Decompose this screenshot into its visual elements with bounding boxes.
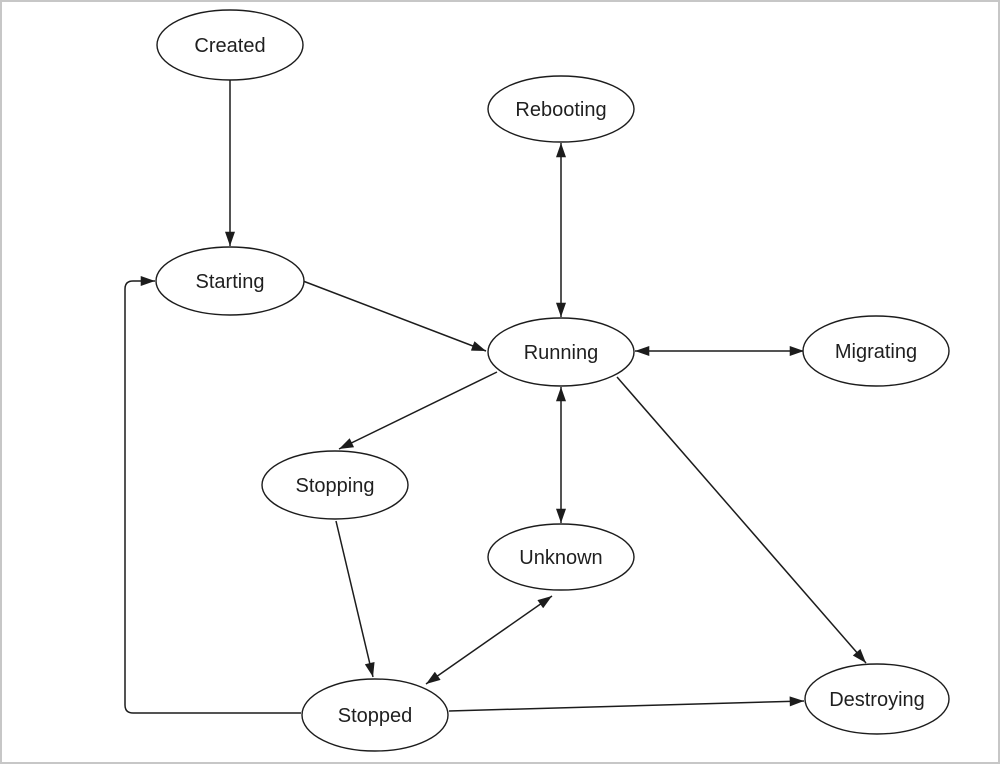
state-label: Running bbox=[524, 342, 599, 364]
edge-running-destroying bbox=[616, 376, 867, 664]
state-ellipse bbox=[802, 315, 950, 387]
state-label: Unknown bbox=[519, 547, 602, 569]
node-starting: Starting bbox=[155, 246, 305, 316]
state-label: Rebooting bbox=[515, 99, 606, 121]
edge-stopped-destroying bbox=[448, 696, 805, 712]
edge-stopping-stopped bbox=[335, 520, 375, 678]
node-destroying: Destroying bbox=[804, 663, 950, 735]
state-ellipse bbox=[155, 246, 305, 316]
edges-layer bbox=[124, 80, 867, 714]
state-ellipse bbox=[487, 317, 635, 387]
node-stopping: Stopping bbox=[261, 450, 409, 520]
state-label: Stopping bbox=[296, 475, 375, 497]
edge-running-stopping bbox=[338, 371, 498, 450]
node-running: Running bbox=[487, 317, 635, 387]
edge-stopped-starting bbox=[124, 276, 301, 714]
node-created: Created bbox=[156, 9, 304, 81]
state-label: Starting bbox=[196, 271, 265, 293]
node-migrating: Migrating bbox=[802, 315, 950, 387]
state-ellipse bbox=[487, 75, 635, 143]
state-label: Stopped bbox=[338, 705, 413, 727]
node-unknown: Unknown bbox=[487, 523, 635, 591]
state-ellipse bbox=[301, 678, 449, 752]
state-label: Migrating bbox=[835, 341, 917, 363]
state-label: Created bbox=[194, 35, 265, 57]
node-stopped: Stopped bbox=[301, 678, 449, 752]
state-ellipse bbox=[156, 9, 304, 81]
state-ellipse bbox=[261, 450, 409, 520]
edge-unknown-stopped bbox=[425, 595, 553, 685]
edge-starting-running bbox=[302, 280, 487, 352]
state-label: Destroying bbox=[829, 689, 925, 711]
node-rebooting: Rebooting bbox=[487, 75, 635, 143]
state-ellipse bbox=[487, 523, 635, 591]
state-ellipse bbox=[804, 663, 950, 735]
